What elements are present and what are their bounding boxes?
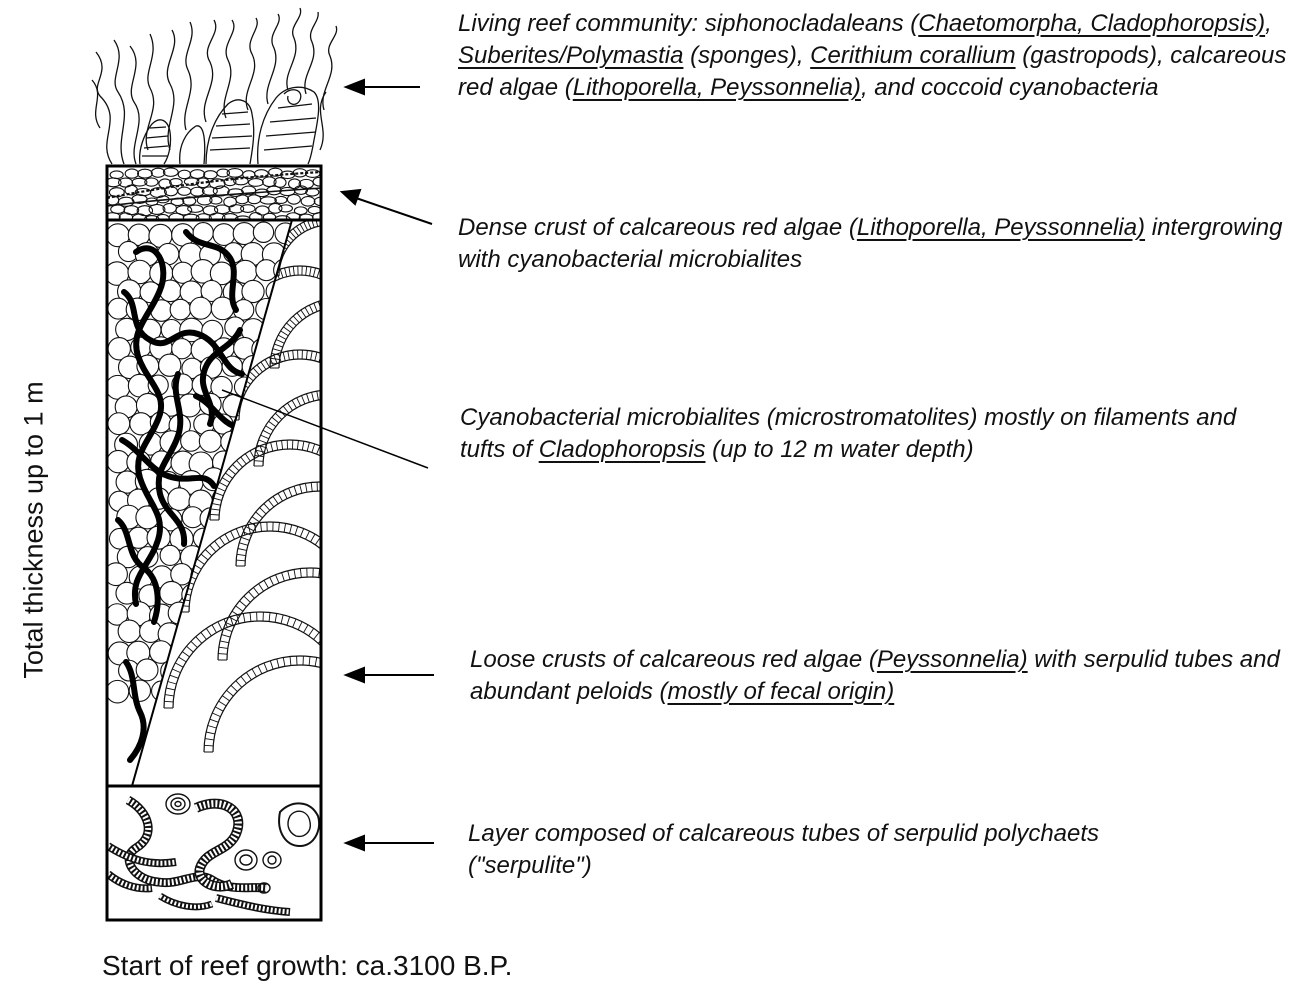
annotation-text-segment: , and coccoid cyanobacteria bbox=[861, 74, 1159, 101]
annotation-text-segment: Peyssonnelia) bbox=[877, 646, 1028, 673]
annotation-living-community: Living reef community: siphonocladaleans… bbox=[458, 8, 1288, 104]
microbialite-wedge-illustration bbox=[105, 222, 310, 760]
dense-crust-illustration bbox=[105, 168, 329, 224]
thickness-axis-label: Total thickness up to 1 m bbox=[19, 381, 50, 678]
arrow-dense-crust bbox=[342, 190, 432, 224]
annotation-microbialites: Cyanobacterial microbialites (microstrom… bbox=[460, 402, 1280, 466]
annotation-text-segment: (sponges), bbox=[683, 42, 810, 69]
annotation-text-segment: , bbox=[1265, 10, 1278, 37]
reef-growth-start-label: Start of reef growth: ca.3100 B.P. bbox=[102, 950, 512, 982]
annotation-dense-crust: Dense crust of calcareous red algae (Lit… bbox=[458, 212, 1288, 276]
annotation-text-segment: Layer composed of calcareous tubes of se… bbox=[468, 820, 1106, 879]
annotation-text-segment: (up to 12 m water depth) bbox=[705, 436, 973, 463]
annotation-text-segment: Lithoporella, Peyssonnelia) bbox=[573, 74, 861, 101]
annotation-text-segment: Dense crust of calcareous red algae ( bbox=[458, 214, 857, 241]
annotation-text-segment: mostly of fecal origin) bbox=[667, 678, 894, 705]
annotation-text-segment: Chaetomorpha, Cladophoropsis) bbox=[918, 10, 1265, 37]
annotation-text-segment: Suberites/Polymastia bbox=[458, 42, 683, 69]
annotation-serpulite-layer: Layer composed of calcareous tubes of se… bbox=[468, 818, 1168, 882]
annotation-loose-crusts: Loose crusts of calcareous red algae (Pe… bbox=[470, 644, 1288, 708]
annotation-text-segment: Cladophoropsis bbox=[539, 436, 706, 463]
arrow-loose-crusts bbox=[346, 668, 434, 682]
annotation-text-segment: Living reef community: siphonocladaleans… bbox=[458, 10, 918, 37]
living-reef-community-illustration bbox=[92, 8, 337, 164]
arrow-living-community bbox=[346, 80, 420, 94]
annotation-text-segment: Cerithium corallium bbox=[810, 42, 1015, 69]
annotation-text-segment: Loose crusts of calcareous red algae ( bbox=[470, 646, 877, 673]
serpulite-layer-illustration bbox=[108, 794, 319, 912]
annotation-text-segment: Lithoporella, Peyssonnelia) bbox=[857, 214, 1145, 241]
arrow-serpulite-layer bbox=[346, 836, 434, 850]
